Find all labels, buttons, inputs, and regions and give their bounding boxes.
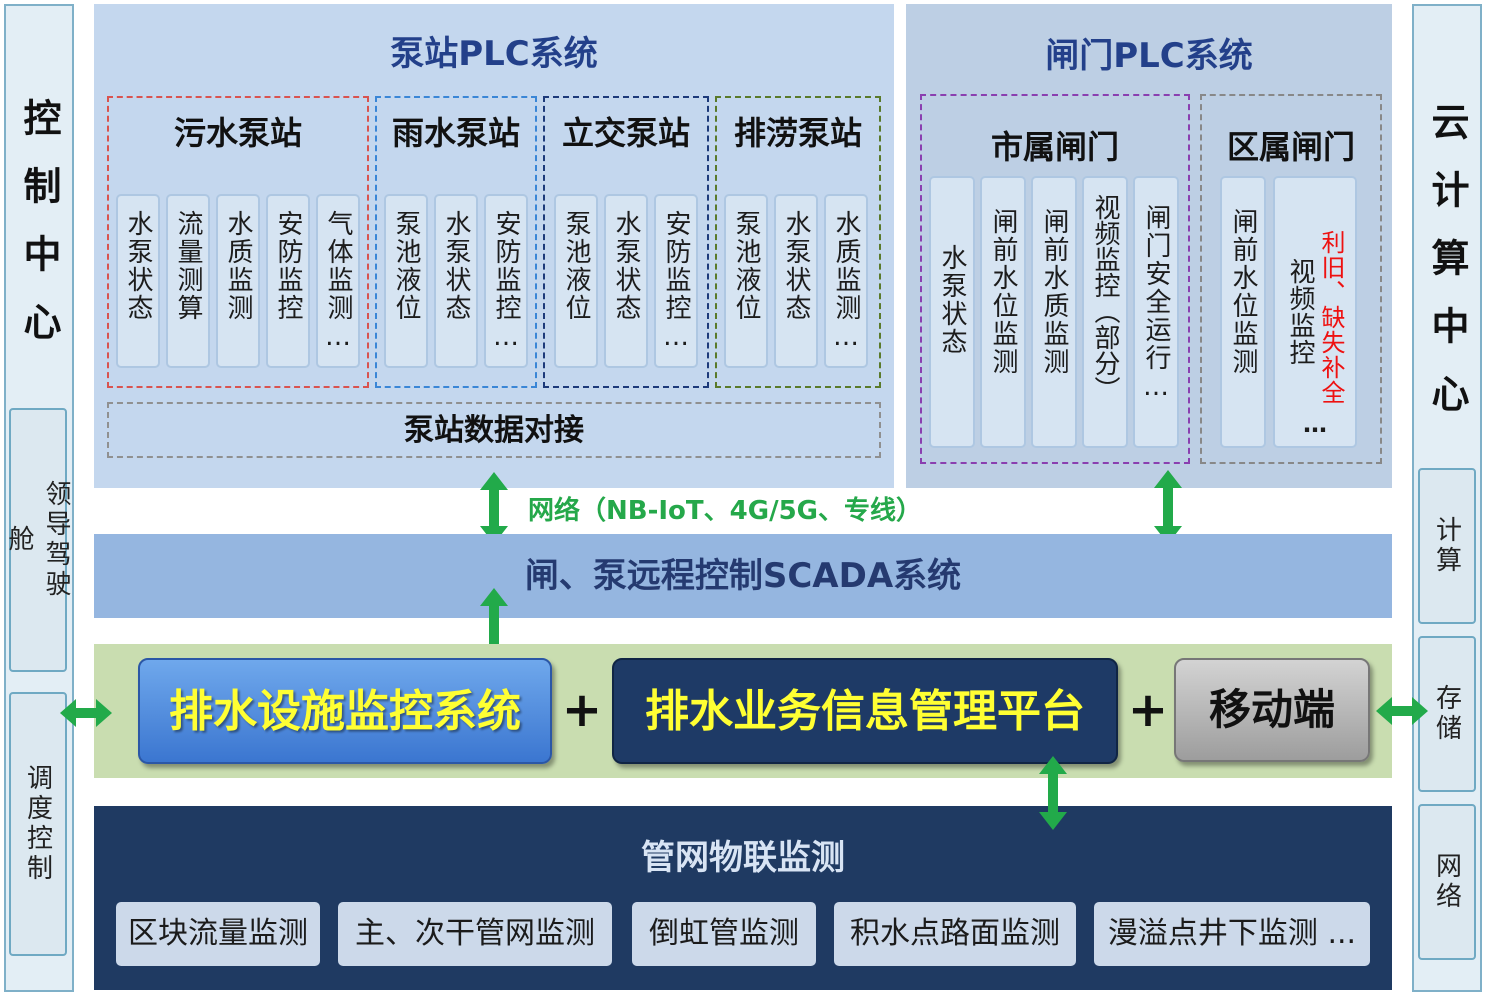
pump-plc-title: 泵站PLC系统	[390, 34, 598, 74]
cell-flow-calc[interactable]: 流量测算	[166, 194, 210, 368]
cell-label: 流量测算	[173, 210, 203, 322]
leader-cockpit-label: 领导驾驶舱	[4, 480, 71, 600]
cell-gate-water-level[interactable]: 闸前水位监测	[1220, 176, 1266, 448]
city-gate-title: 市属闸门	[990, 128, 1119, 166]
dispatch-control-label: 调度控制	[22, 764, 53, 884]
cell-label: 闸门安全运行…	[1141, 204, 1171, 404]
double-arrow-icon	[479, 588, 509, 664]
cell-label: 水质监测…	[831, 210, 861, 354]
pipe-item-overflow[interactable]: 漫溢点井下监测 ...	[1094, 902, 1370, 966]
plus-sign: +	[561, 682, 603, 738]
double-arrow-icon	[1153, 470, 1183, 544]
pipe-item-block-flow[interactable]: 区块流量监测	[116, 902, 320, 966]
video-reuse-red: 利旧、缺失补全	[1317, 230, 1345, 405]
cell-label: 水泵状态	[781, 210, 811, 322]
cell-pool-level[interactable]: 泵池液位	[554, 194, 598, 368]
pipe-item-siphon[interactable]: 倒虹管监测	[632, 902, 816, 966]
drainage-pump-group: 排涝泵站	[715, 96, 881, 388]
double-arrow-icon	[1376, 696, 1428, 726]
cell-water-quality[interactable]: 水质监测	[216, 194, 260, 368]
cell-label: 安防监控…	[661, 210, 691, 354]
video-reuse-black: 视频监控	[1285, 258, 1315, 366]
cell-label: 泵池液位	[391, 210, 421, 322]
rain-pump-group: 雨水泵站	[375, 96, 537, 388]
cell-pump-status[interactable]: 水泵状态	[604, 194, 648, 368]
cell-pool-level[interactable]: 泵池液位	[384, 194, 428, 368]
cell-label: 泵池液位	[561, 210, 591, 322]
info-platform-button[interactable]: 排水业务信息管理平台	[612, 658, 1118, 764]
cell-video-reuse[interactable]: 利旧、缺失补全 视频监控 …	[1273, 176, 1357, 448]
sewage-pump-title: 污水泵站	[173, 114, 302, 152]
district-gate-title: 区属闸门	[1226, 128, 1355, 166]
double-arrow-icon	[479, 472, 509, 544]
cell-video-partial[interactable]: 视频监控（部分）	[1082, 176, 1128, 448]
cell-security[interactable]: 安防监控…	[484, 194, 528, 368]
cell-label: 安防监控…	[491, 210, 521, 354]
cell-gate-safety[interactable]: 闸门安全运行…	[1133, 176, 1179, 448]
video-reuse-ellipsis: …	[1303, 410, 1327, 438]
cell-label: 泵池液位	[731, 210, 761, 322]
overpass-pump-group: 立交泵站	[543, 96, 709, 388]
mobile-button[interactable]: 移动端	[1174, 658, 1370, 762]
cloud-center-title: 云计算中心	[1425, 102, 1469, 442]
cell-label: 闸前水位监测	[1228, 208, 1258, 376]
rain-pump-title: 雨水泵站	[391, 114, 520, 152]
double-arrow-icon	[60, 698, 112, 728]
plus-sign: +	[1127, 682, 1169, 738]
network-label-box: 网络	[1431, 852, 1462, 912]
cell-label: 水泵状态	[611, 210, 641, 322]
drainage-pump-title: 排涝泵站	[733, 114, 862, 152]
gate-plc-title: 闸门PLC系统	[1045, 36, 1253, 76]
control-center-title: 控制中心	[17, 98, 61, 370]
cell-label: 气体监测…	[323, 210, 353, 354]
facility-monitor-system-button[interactable]: 排水设施监控系统	[138, 658, 552, 764]
cell-label: 视频监控（部分）	[1090, 194, 1120, 402]
cell-pump-status[interactable]: 水泵状态	[774, 194, 818, 368]
pump-data-docking: 泵站数据对接	[107, 402, 881, 458]
compute-label: 计算	[1431, 516, 1462, 576]
cell-pump-status[interactable]: 水泵状态	[929, 176, 975, 448]
cell-pump-status[interactable]: 水泵状态	[116, 194, 160, 368]
storage-box[interactable]: 存储	[1418, 636, 1476, 792]
scada-system-bar: 闸、泵远程控制SCADA系统	[94, 534, 1392, 618]
district-gate-group: 区属闸门	[1200, 94, 1382, 464]
cell-gas[interactable]: 气体监测…	[316, 194, 360, 368]
network-label: 网络（NB-IoT、4G/5G、专线）	[528, 496, 922, 526]
dispatch-control-box[interactable]: 调度控制	[9, 692, 67, 956]
cell-pool-level[interactable]: 泵池液位	[724, 194, 768, 368]
city-gate-group: 市属闸门	[920, 94, 1190, 464]
network-box[interactable]: 网络	[1418, 804, 1476, 960]
pipe-item-ponding[interactable]: 积水点路面监测	[834, 902, 1076, 966]
cell-label: 水泵状态	[937, 244, 967, 356]
sewage-pump-group: 污水泵站	[107, 96, 369, 388]
cell-label: 水泵状态	[441, 210, 471, 322]
cell-gate-water-quality[interactable]: 闸前水质监测	[1031, 176, 1077, 448]
storage-label: 存储	[1431, 684, 1462, 744]
cell-label: 水质监测	[223, 210, 253, 322]
cell-label: 安防监控	[273, 210, 303, 322]
compute-box[interactable]: 计算	[1418, 468, 1476, 624]
cell-security[interactable]: 安防监控	[266, 194, 310, 368]
cell-label: 闸前水质监测	[1039, 208, 1069, 376]
pipe-network-title: 管网物联监测	[641, 838, 845, 878]
cell-gate-water-level[interactable]: 闸前水位监测	[980, 176, 1026, 448]
leader-cockpit-box[interactable]: 领导驾驶舱	[4, 408, 71, 672]
pipe-item-trunk[interactable]: 主、次干管网监测	[338, 902, 612, 966]
cell-security[interactable]: 安防监控…	[654, 194, 698, 368]
overpass-pump-title: 立交泵站	[561, 114, 690, 152]
double-arrow-icon	[1038, 756, 1068, 830]
cell-water-quality[interactable]: 水质监测…	[824, 194, 868, 368]
cell-label: 闸前水位监测	[988, 208, 1018, 376]
cell-label: 水泵状态	[123, 210, 153, 322]
cell-pump-status[interactable]: 水泵状态	[434, 194, 478, 368]
